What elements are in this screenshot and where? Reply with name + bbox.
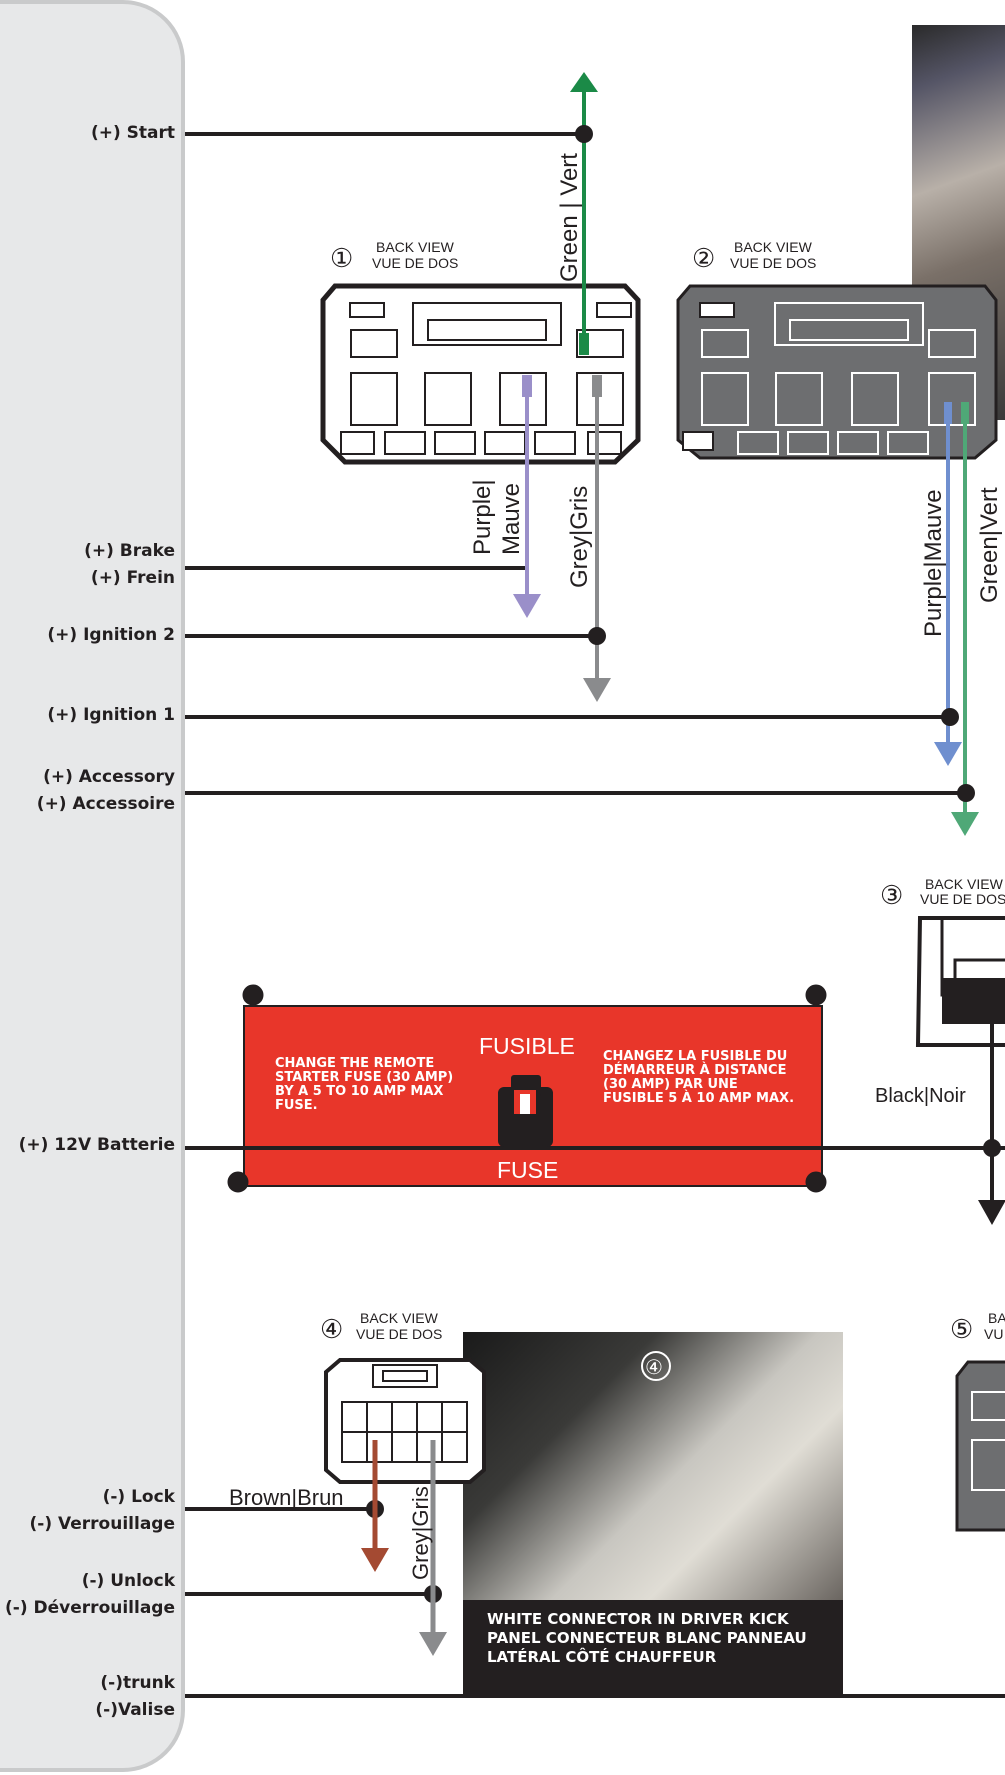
- photo-4-number: ④: [645, 1357, 663, 1379]
- connector-1: ① BACK VIEW VUE DE DOS: [320, 239, 641, 465]
- connector-3: ③ BACK VIEW VUE DE DOS Black|Noir: [875, 876, 1005, 1225]
- connector-1-back-view: BACK VIEW: [376, 239, 455, 255]
- connector-5-vue-de-dos: VU: [984, 1326, 1003, 1342]
- label-trunk: (-)trunk(-)Valise: [95, 1673, 175, 1720]
- label-ignition-1: (+) Ignition 1: [47, 705, 175, 725]
- green-vert-label-2: Green|Vert: [976, 487, 1003, 603]
- label-ignition-2: (+) Ignition 2: [47, 625, 175, 645]
- purple-wire-2: [934, 412, 962, 766]
- label-unlock: (-) Unlock(-) Déverrouillage: [5, 1571, 175, 1618]
- label-start: (+) Start: [90, 123, 175, 143]
- ign2-junction: [588, 627, 606, 645]
- photo-4-number-bg: [641, 1351, 671, 1381]
- label-12v-battery: (+) 12V Batterie: [18, 1135, 175, 1155]
- white-connector-photo: [463, 1332, 843, 1600]
- start-junction: [575, 125, 593, 143]
- side-label-panel: [0, 0, 185, 1772]
- connector-3-back-view: BACK VIEW: [925, 876, 1004, 892]
- acc-junction: [957, 784, 975, 802]
- green-wire-2: [951, 412, 979, 836]
- connector-2-back-view: BACK VIEW: [734, 239, 813, 255]
- brown-brun-label: Brown|Brun: [229, 1485, 344, 1510]
- grey-wire-4: [419, 1440, 447, 1656]
- connector-5: ⑤ BA VU: [950, 1310, 1005, 1532]
- green-vert-label-1: Green | Vert: [556, 153, 583, 282]
- ign1-junction: [941, 708, 959, 726]
- black-noir-label: Black|Noir: [875, 1085, 966, 1107]
- label-lock: (-) Lock(-) Verrouillage: [29, 1487, 175, 1534]
- connector-2-vue-de-dos: VUE DE DOS: [730, 255, 816, 271]
- label-brake: (+) Brake(+) Frein: [84, 541, 175, 588]
- grey-gris-label-1: Grey|Gris: [566, 486, 593, 588]
- fuse-warning-french: CHANGEZ LA FUSIBLE DU DÉMARREUR À DISTAN…: [603, 1049, 795, 1106]
- connector-1-vue-de-dos: VUE DE DOS: [372, 255, 458, 271]
- connector-5-back-view: BA: [988, 1310, 1005, 1326]
- fuse-icon: [498, 1075, 553, 1147]
- fuse-warning-english: CHANGE THE REMOTE STARTER FUSE (30 AMP) …: [275, 1056, 454, 1113]
- fuse-label: FUSE: [497, 1157, 559, 1183]
- connector-2: ② BACK VIEW VUE DE DOS: [676, 239, 998, 460]
- purple-mauve-label-2: Purple|Mauve: [920, 489, 947, 637]
- connector-2-number: ②: [692, 243, 715, 273]
- purple-wire-1: [513, 390, 541, 618]
- connector-5-number: ⑤: [950, 1314, 973, 1344]
- fuse-corner-bl: [227, 1171, 249, 1193]
- brown-wire-4: [361, 1440, 389, 1572]
- fusible-label: FUSIBLE: [479, 1033, 575, 1059]
- connector-4-back-view: BACK VIEW: [360, 1310, 439, 1326]
- purple-mauve-label-1a: Purple|: [469, 479, 496, 555]
- connector-3-vue-de-dos: VUE DE DOS: [920, 891, 1005, 907]
- fuse-corner-tl: [242, 984, 264, 1006]
- connector-3-number: ③: [880, 880, 903, 910]
- connector-4: ④ BACK VIEW VUE DE DOS: [320, 1310, 486, 1484]
- white-connector-caption: WHITE CONNECTOR IN DRIVER KICK PANEL CON…: [463, 1600, 843, 1696]
- connector-1-number: ①: [330, 243, 353, 273]
- fuse-corner-br: [805, 1171, 827, 1193]
- connector-4-vue-de-dos: VUE DE DOS: [356, 1326, 442, 1342]
- grey-gris-label-4: Grey|Gris: [408, 1486, 433, 1580]
- connector-4-number: ④: [320, 1314, 343, 1344]
- label-accessory: (+) Accessory(+) Accessoire: [36, 767, 175, 814]
- purple-mauve-label-1b: Mauve: [498, 483, 525, 555]
- fuse-corner-tr: [805, 984, 827, 1006]
